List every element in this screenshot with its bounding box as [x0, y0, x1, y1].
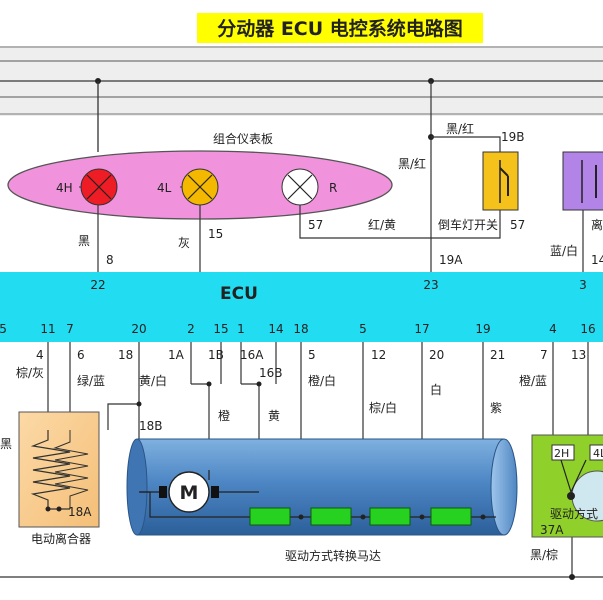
title-highlight [197, 13, 483, 43]
pin-15-cluster: 15 [208, 227, 223, 241]
lamp-r-label: R [329, 181, 337, 195]
wire-gray-label: 灰 [178, 236, 190, 250]
wire-color: 橙/白 [308, 373, 336, 388]
lower-pin: 6 [77, 348, 85, 362]
lower-pin: 7 [540, 348, 548, 362]
lower-pin: 1A [168, 348, 185, 362]
clutch-label: 电动离合器 [31, 531, 91, 546]
ecu-block [0, 272, 603, 342]
lower-pin: 1B [208, 348, 224, 362]
ecu-bottom-pin: 2 [187, 322, 195, 336]
wire-color: 橙 [218, 408, 230, 423]
wire-blue-white: 蓝/白 [550, 243, 578, 258]
diagram-title: 分动器 ECU 电控系统电路图 [217, 17, 463, 40]
wire-color: 绿/蓝 [77, 373, 105, 388]
ecu-bottom-pin: 5 [359, 322, 367, 336]
bus-bars [0, 46, 603, 116]
ecu-bottom-pin: 14 [268, 322, 283, 336]
wire-color: 棕/白 [369, 400, 397, 415]
pin-8: 8 [106, 253, 114, 267]
lower-pin: 18 [118, 348, 133, 362]
ecu-bottom-pin: 4 [549, 322, 557, 336]
pin-19a: 19A [439, 253, 463, 267]
ecu-bottom-pin: 18 [293, 322, 308, 336]
pin-14-right: 14 [591, 253, 603, 267]
lower-pin: 16B [259, 366, 283, 380]
motor-symbol [168, 471, 210, 513]
wire-color: 白 [430, 382, 442, 397]
pin-57-cluster: 57 [308, 218, 323, 232]
wire-color: 黑/棕 [530, 547, 558, 562]
ecu-bottom-pin: 17 [414, 322, 429, 336]
lamp-4l-label: 4L [157, 181, 172, 195]
switch-pin-2h: 2H [554, 447, 569, 460]
switch-pin-4l: 4L [593, 447, 603, 460]
lamp-4h-label: 4H [56, 181, 73, 195]
lower-pin: 18B [139, 419, 163, 433]
wire-black-label: 黑 [78, 234, 90, 248]
lamp-4h [79, 168, 118, 206]
wire-color: 棕/灰 [16, 365, 44, 380]
cluster-label: 组合仪表板 [213, 131, 273, 146]
lower-pin: 13 [571, 348, 586, 362]
ecu-pin-3: 3 [579, 278, 587, 292]
electric-clutch [18, 411, 100, 528]
ecu-bottom-pin: 19 [475, 322, 490, 336]
reverse-lamp-switch [482, 151, 519, 211]
wire-color: 黄/白 [139, 373, 167, 388]
lower-pin: 16A [240, 348, 264, 362]
ecu-bottom-pin: 16 [580, 322, 595, 336]
lamp-4l [180, 168, 219, 206]
ecu-bottom-pin: 5 [0, 322, 7, 336]
reverse-switch-label: 倒车灯开关 [438, 217, 498, 232]
right-edge-component [562, 151, 603, 211]
drive-switch-label: 驱动方式 [550, 506, 598, 521]
ecu-bottom-pin: 20 [131, 322, 146, 336]
lower-pin: 5 [308, 348, 316, 362]
contact-pads [249, 507, 472, 526]
ecu-pin-22: 22 [90, 278, 105, 292]
wire-color: 紫 [490, 401, 502, 415]
wire-color: 黄 [268, 409, 280, 423]
ecu-bottom-pin: 15 [213, 322, 228, 336]
wire-black-red-left: 黑/红 [398, 156, 426, 171]
motor-label: 驱动方式转换马达 [285, 548, 381, 563]
ecu-bottom-pin: 7 [66, 322, 74, 336]
lower-pin: 20 [429, 348, 444, 362]
ecu-label: ECU [220, 284, 258, 304]
ecu-bottom-pin: 11 [40, 322, 55, 336]
pin-19b: 19B [501, 130, 525, 144]
lower-pin: 21 [490, 348, 505, 362]
wire-red-yellow-label: 红/黄 [368, 217, 396, 232]
right-component-label: 离 [591, 217, 603, 232]
motor-symbol-label: M [180, 482, 199, 504]
pin-57-switch: 57 [510, 218, 525, 232]
pin-18a: 18A [68, 505, 92, 519]
drive-mode-switch [531, 434, 603, 538]
lamp-r [281, 168, 319, 206]
ecu-pin-23: 23 [423, 278, 438, 292]
motor-brush-left [159, 486, 167, 498]
motor-brush-right [211, 486, 219, 498]
lower-pin: 4 [36, 348, 44, 362]
wire-black-red-top: 黑/红 [446, 121, 474, 136]
ecu-bottom-pin: 1 [237, 322, 245, 336]
wire-color: 黑 [0, 437, 12, 451]
pin-37a: 37A [540, 523, 564, 537]
wire-color: 橙/蓝 [519, 373, 547, 388]
lower-pin: 12 [371, 348, 386, 362]
